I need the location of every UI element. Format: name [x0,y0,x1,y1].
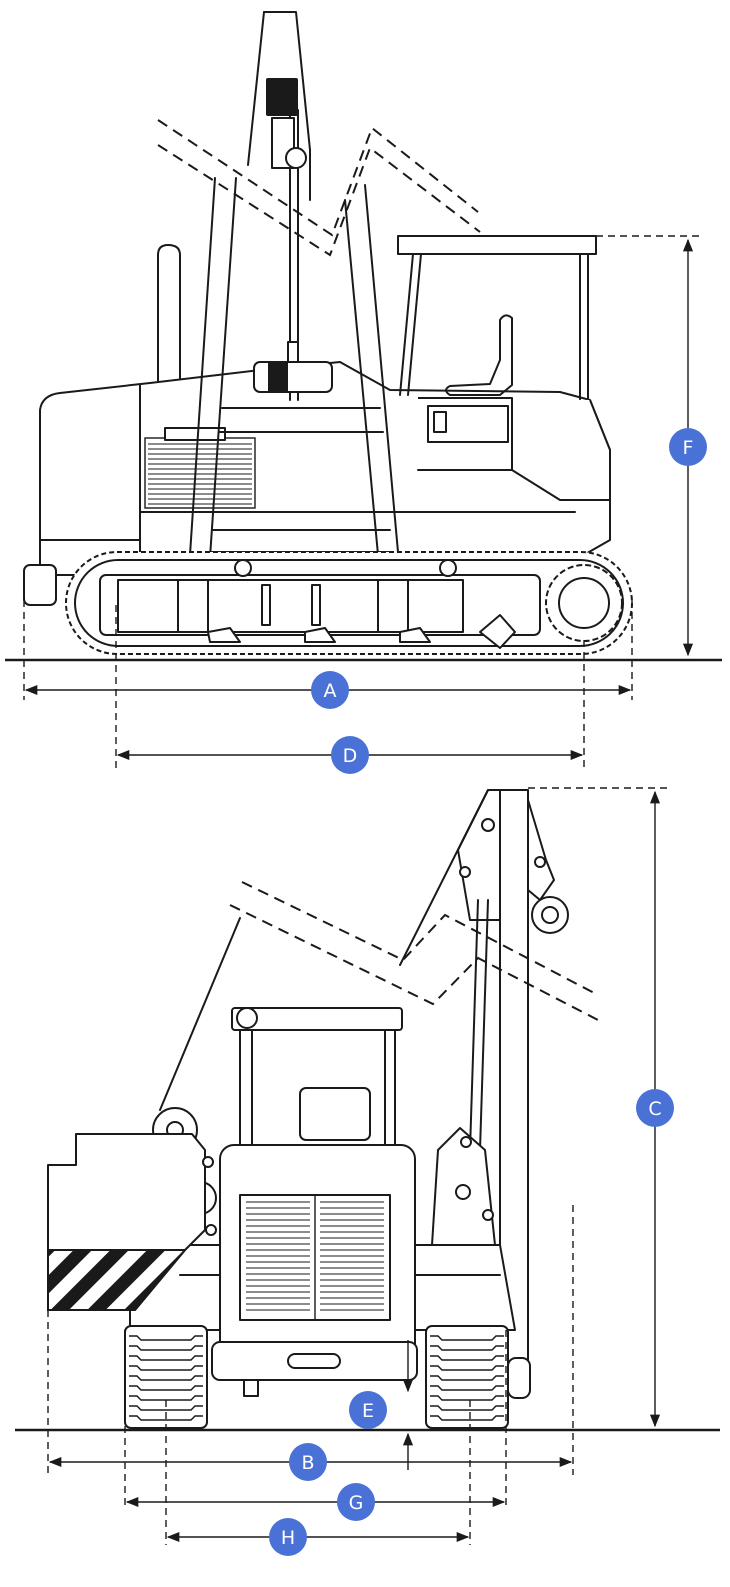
exhaust-stack [157,244,181,386]
front-counterweight [47,1107,217,1311]
engine-grille [144,427,256,509]
label-badge-h: H [269,1518,307,1556]
label-badge-f: F [669,428,707,466]
label-f: F [683,437,694,459]
front-hood [211,1144,418,1397]
label-badge-c: C [636,1089,674,1127]
label-e: E [362,1400,374,1422]
side-view [5,11,722,770]
side-boom [184,11,406,631]
label-badge-d: D [331,736,369,774]
front-track-right [425,1325,509,1429]
front-view [15,787,720,1545]
label-badge-b: B [289,1443,327,1481]
side-track [65,551,633,655]
operator-cab [397,235,611,501]
side-counterweight [23,564,57,606]
label-h: H [281,1527,295,1549]
label-a: A [324,680,337,702]
label-badge-g: G [337,1483,375,1521]
boom-break-line [157,119,479,237]
label-badge-e: E [349,1391,387,1429]
label-b: B [301,1452,314,1474]
front-boom-break-line [241,881,599,996]
label-d: D [343,745,358,767]
label-badge-a: A [311,671,349,709]
label-c: C [648,1098,661,1120]
front-track-left [124,1325,208,1429]
label-g: G [349,1492,364,1514]
front-cab [231,1007,403,1151]
